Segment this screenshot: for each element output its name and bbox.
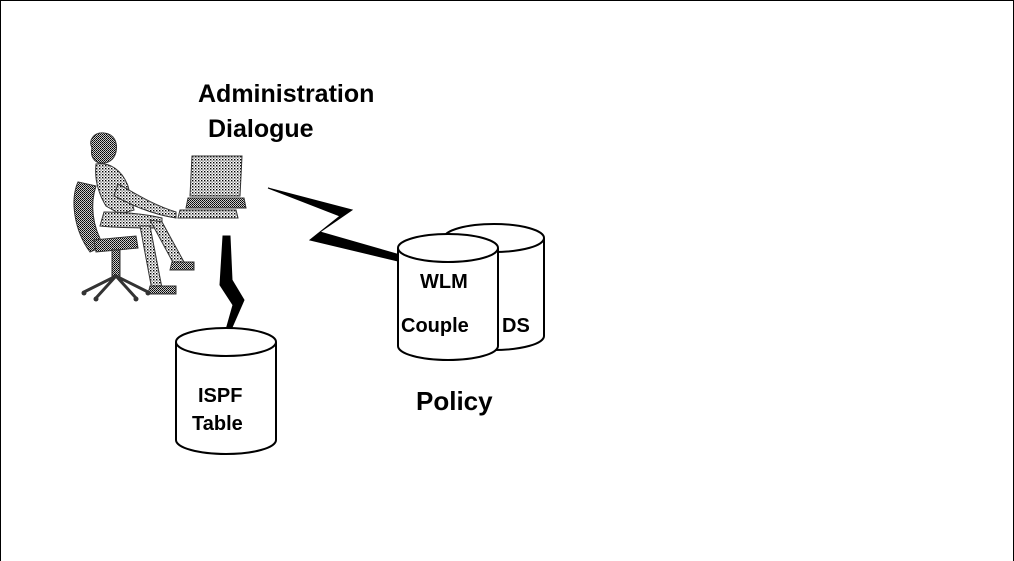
connection-bolt-to-couple-ds: [267, 187, 401, 262]
person-at-computer-icon: [73, 132, 247, 302]
ispf-table-cylinder: [175, 327, 277, 455]
admin-dialogue-title-line2: Dialogue: [208, 115, 314, 143]
couple-label: Couple: [401, 315, 469, 337]
policy-label: Policy: [416, 386, 493, 416]
ispf-table-label-line1: ISPF: [198, 385, 242, 407]
admin-dialogue-title-line1: Administration: [198, 80, 374, 108]
wlm-couple-front-cylinder: [397, 233, 499, 361]
ispf-table-label-line2: Table: [192, 413, 243, 435]
wlm-label: WLM: [420, 271, 468, 293]
ds-label: DS: [502, 315, 530, 337]
